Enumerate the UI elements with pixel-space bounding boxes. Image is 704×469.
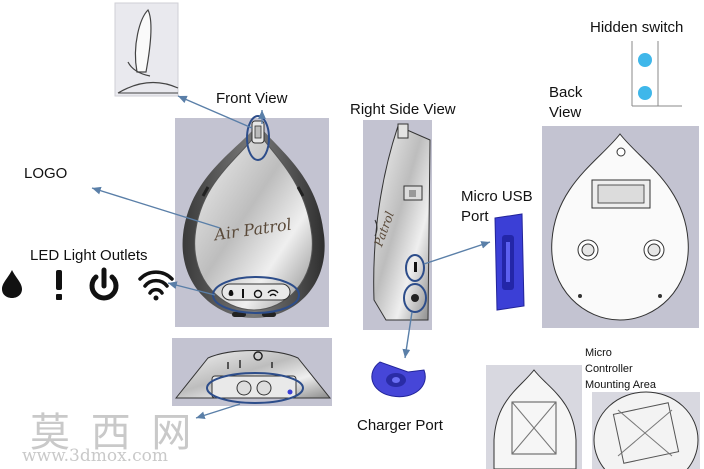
hidden-switch-detail <box>631 41 682 107</box>
micro-usb-label-line2: Port <box>461 208 489 225</box>
right-side-view-panel <box>363 120 432 330</box>
charger-port-part <box>371 361 426 398</box>
bottom-view-panel <box>172 338 332 406</box>
detail-top-panel <box>114 2 179 97</box>
water-drop-icon <box>2 270 22 298</box>
back-view-label-line2: View <box>549 104 582 121</box>
micro-controller-label-line2: Controller <box>585 363 633 375</box>
micro-usb-label-line1: Micro USB <box>461 188 533 205</box>
controller-panel-left <box>486 365 582 469</box>
watermark-chars: 莫 西 网 <box>30 410 196 456</box>
micro-usb-part <box>494 213 525 311</box>
right-side-view-label: Right Side View <box>350 101 456 118</box>
hidden-switch-label: Hidden switch <box>590 19 684 36</box>
led-light-outlets-label: LED Light Outlets <box>30 247 148 264</box>
power-icon <box>89 267 119 301</box>
exclamation-icon <box>56 270 62 300</box>
front-view-label: Front View <box>216 90 288 107</box>
controller-panel-right <box>592 391 700 469</box>
back-view-label-line1: Back <box>549 84 583 101</box>
watermark-url: www.3dmox.com <box>22 446 168 466</box>
back-view-panel <box>542 126 699 328</box>
annotation-arrows <box>91 95 491 420</box>
front-view-panel <box>175 115 329 327</box>
charger-port-label: Charger Port <box>357 417 443 434</box>
micro-controller-label-line3: Mounting Area <box>585 379 656 391</box>
wifi-icon <box>138 270 174 301</box>
logo-label: LOGO <box>24 165 68 182</box>
led-icon-row <box>2 267 174 301</box>
micro-controller-label-line1: Micro <box>585 347 612 359</box>
